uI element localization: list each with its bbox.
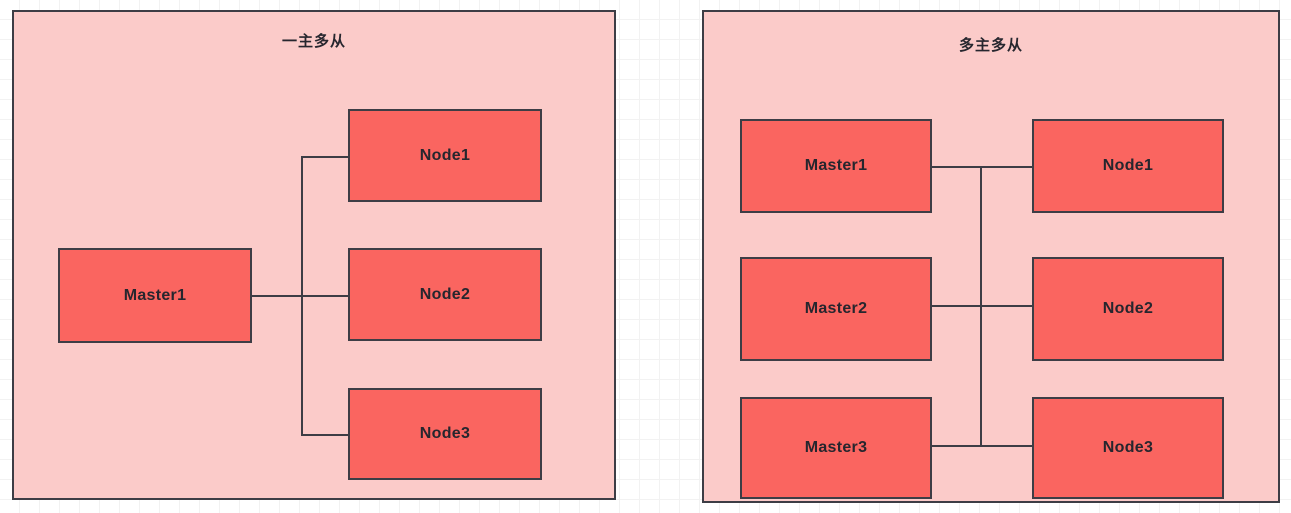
connector-branch-single-master-1 bbox=[301, 156, 348, 158]
node-label: Node2 bbox=[419, 285, 471, 303]
master-box-multi-master-1[interactable]: Master1 bbox=[740, 119, 932, 213]
node-box-single-master-1[interactable]: Node1 bbox=[348, 109, 542, 202]
master-box-single-master-1[interactable]: Master1 bbox=[58, 248, 252, 343]
node-box-single-master-3[interactable]: Node3 bbox=[348, 388, 542, 480]
master-label: Master2 bbox=[804, 300, 868, 317]
node-box-multi-master-1[interactable]: Node1 bbox=[1032, 119, 1224, 213]
node-box-multi-master-3[interactable]: Node3 bbox=[1032, 397, 1224, 499]
panel-title-single-master: 一主多从 bbox=[281, 33, 346, 50]
connector-branch-single-master-3 bbox=[301, 434, 348, 436]
node-box-multi-master-2[interactable]: Node2 bbox=[1032, 257, 1224, 361]
master-box-multi-master-3[interactable]: Master3 bbox=[740, 397, 932, 499]
master-label: Master1 bbox=[804, 157, 868, 174]
node-label: Node1 bbox=[419, 146, 471, 164]
master-box-multi-master-2[interactable]: Master2 bbox=[740, 257, 932, 361]
node-label: Node1 bbox=[1102, 157, 1154, 174]
connector-branch-multi-master-3 bbox=[932, 445, 1032, 447]
node-label: Node2 bbox=[1102, 300, 1154, 317]
master-label: Master1 bbox=[123, 286, 187, 304]
connector-branch-multi-master-1 bbox=[932, 166, 1032, 168]
connector-branch-single-master-2 bbox=[252, 295, 348, 297]
node-box-single-master-2[interactable]: Node2 bbox=[348, 248, 542, 341]
node-label: Node3 bbox=[419, 425, 471, 442]
panel-title-multi-master: 多主多从 bbox=[958, 37, 1023, 54]
node-label: Node3 bbox=[1102, 439, 1154, 456]
connector-branch-multi-master-2 bbox=[932, 305, 1032, 307]
master-label: Master3 bbox=[804, 439, 868, 456]
